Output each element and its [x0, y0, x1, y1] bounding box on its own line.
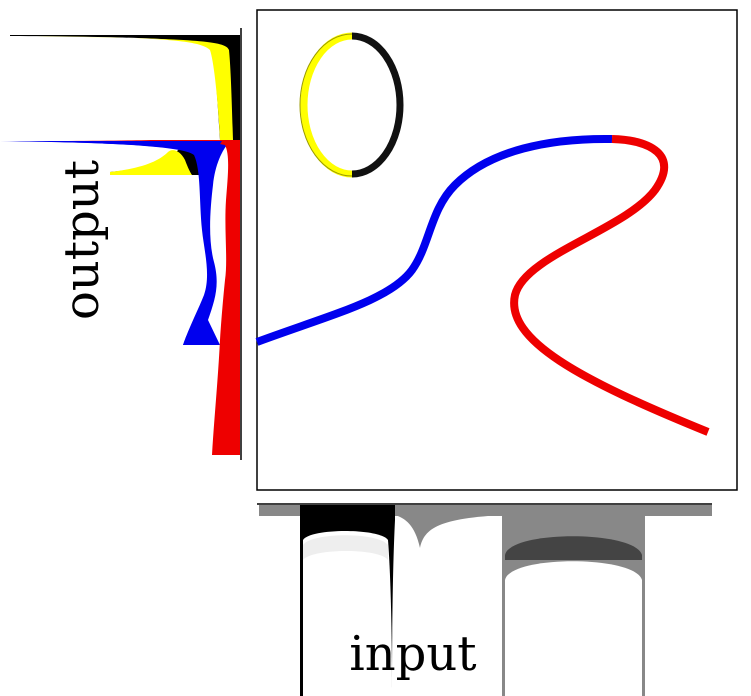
s-curve-blue-segment — [255, 134, 613, 346]
output-red-density — [0, 140, 240, 455]
output-small-yellow-density — [110, 150, 192, 175]
output-upper-black-density — [10, 35, 240, 140]
output-upper-yellow-density — [10, 36, 233, 140]
input-right-white-inner — [505, 561, 642, 696]
input-density-profile — [257, 503, 712, 696]
ellipse-curve — [299, 32, 404, 178]
input-middle-spike — [395, 515, 505, 548]
ellipse-left-half-outline — [299, 33, 353, 177]
input-axis-label: input — [349, 626, 476, 682]
input-right-dark-layer — [505, 536, 642, 560]
input-left-lightgray-inner — [303, 535, 388, 560]
ellipse-right-half-black — [351, 32, 404, 178]
output-blue-density-overlay — [20, 141, 222, 345]
ellipse-left-half-yellow — [300, 32, 353, 178]
input-baseline-band — [259, 505, 712, 516]
input-left-white-inner — [303, 531, 392, 696]
output-axis-label: output — [54, 160, 110, 320]
s-curve — [255, 134, 710, 436]
output-density-profile — [0, 28, 242, 460]
s-curve-red-segment — [510, 135, 710, 436]
